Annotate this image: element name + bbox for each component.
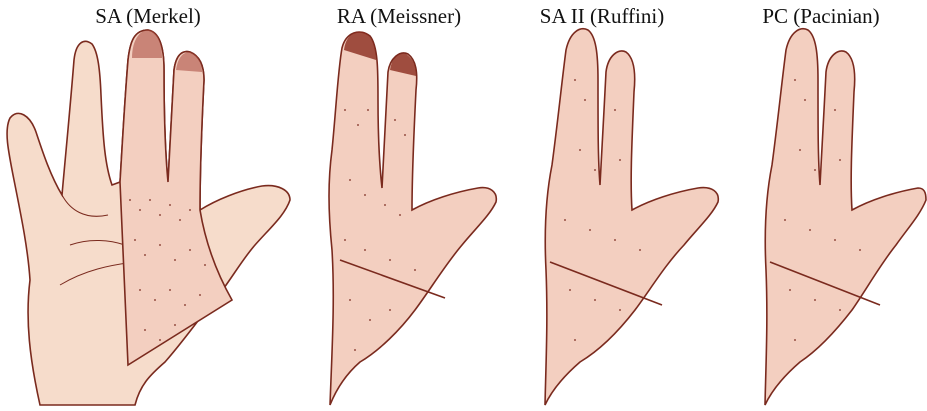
- panel-sa2-ruffini: SA II (Ruffini): [500, 0, 720, 411]
- panel-pc-pacinian: PC (Pacinian): [720, 0, 927, 411]
- hand-illustration-meissner: [240, 0, 500, 411]
- panel-label: SA II (Ruffini): [532, 4, 672, 29]
- hand-illustration-pacinian: [720, 0, 927, 411]
- panel-sa-merkel: SA (Merkel): [0, 0, 230, 411]
- hand-skin: [329, 32, 496, 405]
- hand-skin: [765, 29, 926, 405]
- panel-label: RA (Meissner): [324, 4, 474, 29]
- receptive-field-region: [120, 30, 232, 365]
- panel-ra-meissner: RA (Meissner): [240, 0, 470, 411]
- panel-label: SA (Merkel): [78, 4, 218, 29]
- panel-label: PC (Pacinian): [746, 4, 896, 29]
- hand-skin: [545, 29, 718, 405]
- hand-illustration-ruffini: [500, 0, 730, 411]
